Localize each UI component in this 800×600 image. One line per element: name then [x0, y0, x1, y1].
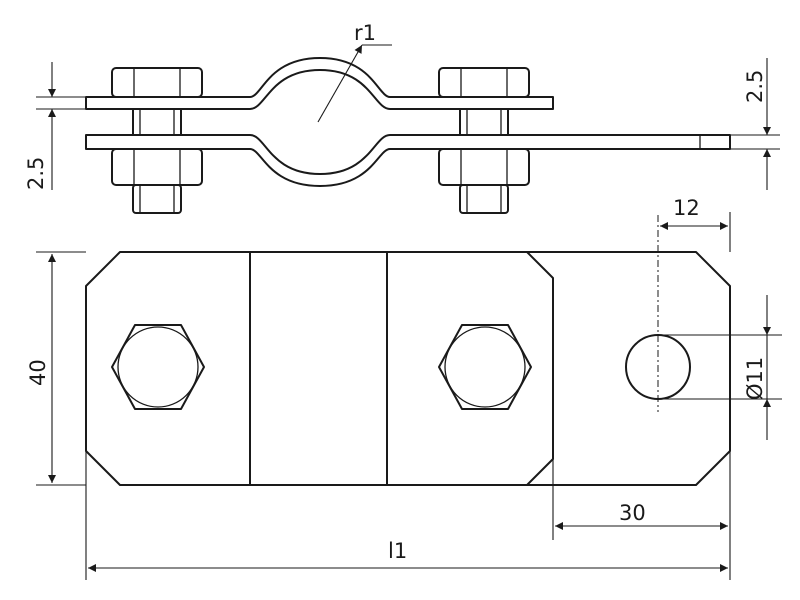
top-view: 12 Ø11 40 30 l1	[26, 196, 782, 580]
right-bolt-shank	[459, 108, 509, 136]
right-bolt-assembly	[438, 67, 530, 214]
left-thickness-label: 2.5	[24, 157, 48, 190]
left-bolt-shank	[132, 108, 182, 136]
left-bolt-thread	[132, 184, 182, 214]
left-bolt-head	[111, 67, 203, 98]
end-offset-label: 30	[619, 501, 646, 525]
mounting-hole	[625, 215, 691, 412]
left-hex-bolt	[111, 324, 205, 410]
upper-strap	[85, 57, 554, 110]
right-bolt-head	[438, 67, 530, 98]
right-thickness-dimension: 2.5	[730, 58, 780, 190]
plate-outline	[85, 251, 731, 486]
upper-strap-end	[526, 251, 554, 486]
left-thickness-dimension: 2.5	[24, 62, 86, 190]
hole-diameter-dimension: Ø11	[660, 295, 782, 440]
left-bolt-assembly	[111, 67, 203, 214]
side-view: r1 2.5 2.5	[24, 21, 780, 214]
hole-offset-label: 12	[673, 196, 700, 220]
right-bolt-thread	[459, 184, 509, 214]
width-label: 40	[26, 359, 50, 386]
right-thickness-label: 2.5	[743, 70, 767, 103]
right-nut	[438, 148, 530, 186]
width-dimension: 40	[26, 251, 86, 486]
end-offset-dimension: 30	[552, 451, 731, 580]
length-dimension: l1	[85, 451, 728, 580]
hole-offset-dimension: 12	[660, 196, 731, 252]
radius-dimension: r1	[317, 21, 392, 123]
length-label: l1	[388, 539, 407, 563]
radius-label: r1	[354, 21, 376, 45]
left-nut	[111, 148, 203, 186]
right-hex-bolt	[438, 324, 532, 410]
hole-diameter-label: Ø11	[743, 357, 767, 400]
